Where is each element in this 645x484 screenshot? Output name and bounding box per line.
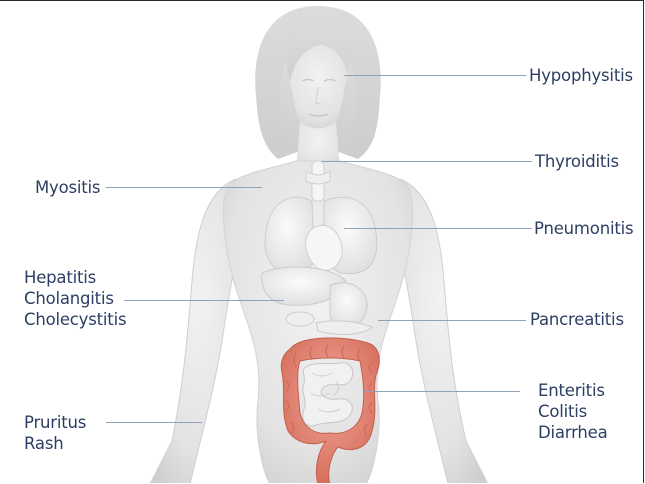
label-hepatobiliary: Hepatitis Cholangitis Cholecystitis xyxy=(24,267,126,330)
label-hypophysitis: Hypophysitis xyxy=(529,65,633,86)
gi-leader xyxy=(364,391,520,392)
label-thyroiditis: Thyroiditis xyxy=(535,151,619,172)
label-gastrointestinal: Enteritis Colitis Diarrhea xyxy=(538,380,608,443)
myositis-leader xyxy=(106,187,262,188)
thyroiditis-leader xyxy=(322,161,532,162)
label-pancreatitis: Pancreatitis xyxy=(530,309,624,330)
pneumonitis-leader xyxy=(344,228,532,229)
label-skin: Pruritus Rash xyxy=(24,412,86,454)
hypophysitis-leader xyxy=(344,75,526,76)
hepatobiliary-leader xyxy=(124,300,284,301)
label-pneumonitis: Pneumonitis xyxy=(534,218,633,239)
pancreatitis-leader xyxy=(378,320,526,321)
label-myositis: Myositis xyxy=(35,177,100,198)
skin-leader xyxy=(106,422,202,423)
